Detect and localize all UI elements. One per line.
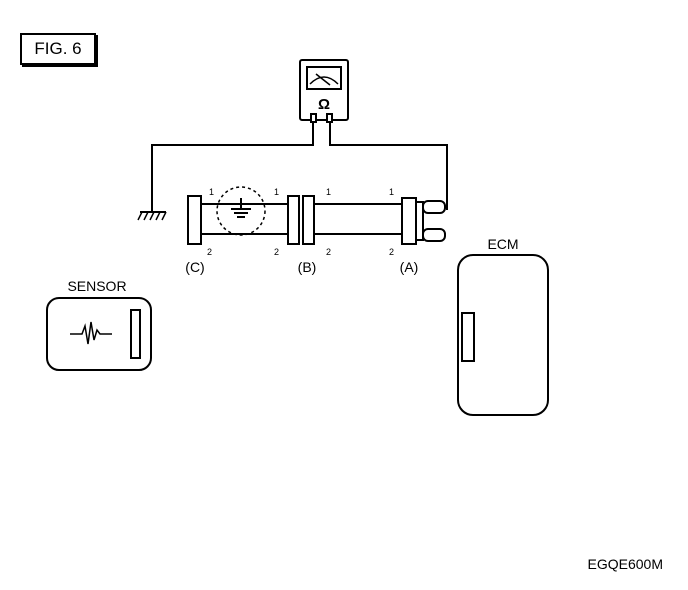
ohmmeter-scale-arc xyxy=(309,76,339,85)
ecm-connector xyxy=(461,312,475,362)
ohmmeter-needle xyxy=(315,73,331,86)
ohmmeter-probe-terminal-left xyxy=(310,113,317,123)
connector-a-pin2-label: 2 xyxy=(389,247,394,257)
figure-label: FIG. 6 xyxy=(20,33,96,65)
connector-b-right-pin2-label: 2 xyxy=(326,247,331,257)
connector-a-shell xyxy=(415,201,424,241)
shield-ground-circle xyxy=(216,186,266,236)
connector-c-pin2-label: 2 xyxy=(207,247,212,257)
ecm-label: ECM xyxy=(487,236,518,252)
connector-c-label: (C) xyxy=(185,259,204,275)
sensor-box xyxy=(46,297,152,371)
connector-b-label: (B) xyxy=(298,259,317,275)
ohmmeter-display xyxy=(306,66,342,90)
sensor-connector xyxy=(130,309,141,359)
ohmmeter-probe-terminal-right xyxy=(326,113,333,123)
shield-ground-icon xyxy=(231,198,251,218)
connector-c xyxy=(187,195,202,245)
sensor-label: SENSOR xyxy=(67,278,126,294)
ohmmeter-body xyxy=(299,59,349,121)
connector-b-left xyxy=(287,195,300,245)
probe-lead-connector-a xyxy=(329,122,448,210)
connector-b-left-pin1-label: 1 xyxy=(274,187,279,197)
connector-b-right-pin1-label: 1 xyxy=(326,187,331,197)
ground-symbol xyxy=(137,211,167,221)
sensor-waveform-icon xyxy=(70,321,112,345)
probe-lead-ground xyxy=(151,122,314,212)
ohmmeter-symbol: Ω xyxy=(318,96,330,113)
connector-c-pin1-label: 1 xyxy=(209,187,214,197)
ohmmeter xyxy=(299,59,349,123)
connector-a-terminal-2 xyxy=(422,228,446,242)
figure-code: EGQE600M xyxy=(588,556,663,572)
connector-a-terminal-1 xyxy=(422,200,446,214)
ecm-box xyxy=(457,254,549,416)
connector-a xyxy=(401,197,417,245)
connector-a-pin1-label: 1 xyxy=(389,187,394,197)
connector-b-right xyxy=(302,195,315,245)
connector-b-left-pin2-label: 2 xyxy=(274,247,279,257)
connector-a-label: (A) xyxy=(400,259,419,275)
